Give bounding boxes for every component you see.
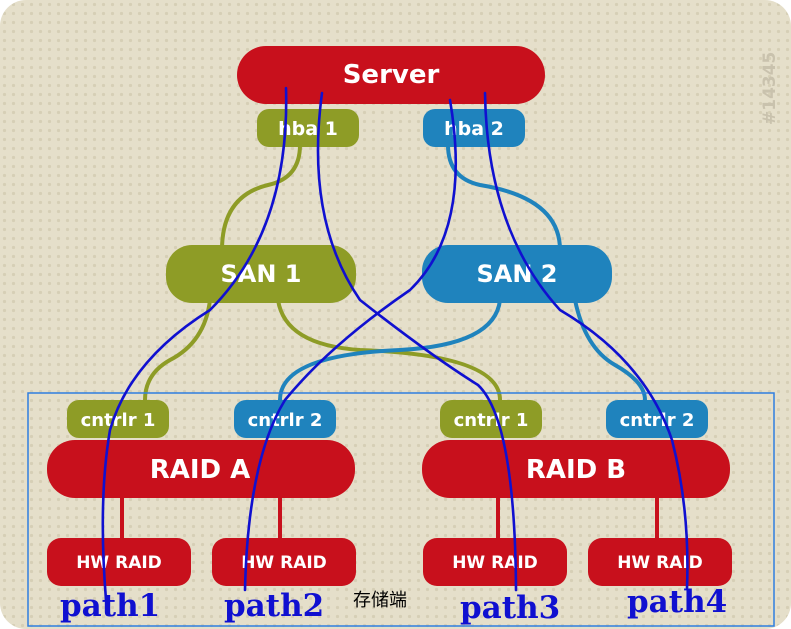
hw-raid-4-node: HW RAID xyxy=(588,538,732,586)
san-2-label: SAN 2 xyxy=(477,260,558,288)
path-4-label: path4 xyxy=(627,584,727,620)
path-3-line xyxy=(316,91,518,592)
hw-raid-1-node: HW RAID xyxy=(47,538,191,586)
controller-a1-label: cntrlr 1 xyxy=(81,410,156,431)
controller-b2-label: cntrlr 2 xyxy=(620,410,695,431)
raid-b-node: RAID B xyxy=(422,440,730,498)
server-label: Server xyxy=(343,60,440,90)
hw-raid-1-label: HW RAID xyxy=(76,553,162,573)
hw-raid-2-node: HW RAID xyxy=(212,538,356,586)
controller-a1-node: cntrlr 1 xyxy=(67,400,169,438)
hw-raid-2-label: HW RAID xyxy=(241,553,327,573)
hw-raid-4-label: HW RAID xyxy=(617,553,703,573)
controller-b1-label: cntrlr 1 xyxy=(454,410,529,431)
raid-a-label: RAID A xyxy=(150,455,251,485)
path-2-label: path2 xyxy=(224,588,324,624)
watermark-id: #14345 xyxy=(760,52,780,125)
hba-1-label: hba 1 xyxy=(278,118,338,140)
hw-raid-3-node: HW RAID xyxy=(423,538,567,586)
path-3-label: path3 xyxy=(460,590,560,626)
multipath-lines xyxy=(101,86,689,602)
path-1-label: path1 xyxy=(60,588,160,624)
path-4-line xyxy=(483,91,689,590)
path-2-line xyxy=(243,98,458,592)
controller-a2-label: cntrlr 2 xyxy=(248,410,323,431)
path-1-line xyxy=(101,86,288,602)
hba-2-label: hba 2 xyxy=(444,118,504,140)
server-node: Server xyxy=(237,46,545,104)
san-2-node: SAN 2 xyxy=(422,245,612,303)
storage-box xyxy=(27,392,775,627)
controller-b1-node: cntrlr 1 xyxy=(440,400,542,438)
storage-side-label: 存储端 xyxy=(353,590,407,611)
controller-b2-node: cntrlr 2 xyxy=(606,400,708,438)
raid-a-node: RAID A xyxy=(47,440,355,498)
controller-a2-node: cntrlr 2 xyxy=(234,400,336,438)
san-1-node: SAN 1 xyxy=(166,245,356,303)
raid-stems xyxy=(120,495,659,540)
hba-2-node: hba 2 xyxy=(423,109,525,147)
hw-raid-3-label: HW RAID xyxy=(452,553,538,573)
hba-1-node: hba 1 xyxy=(257,109,359,147)
raid-b-label: RAID B xyxy=(526,455,626,485)
